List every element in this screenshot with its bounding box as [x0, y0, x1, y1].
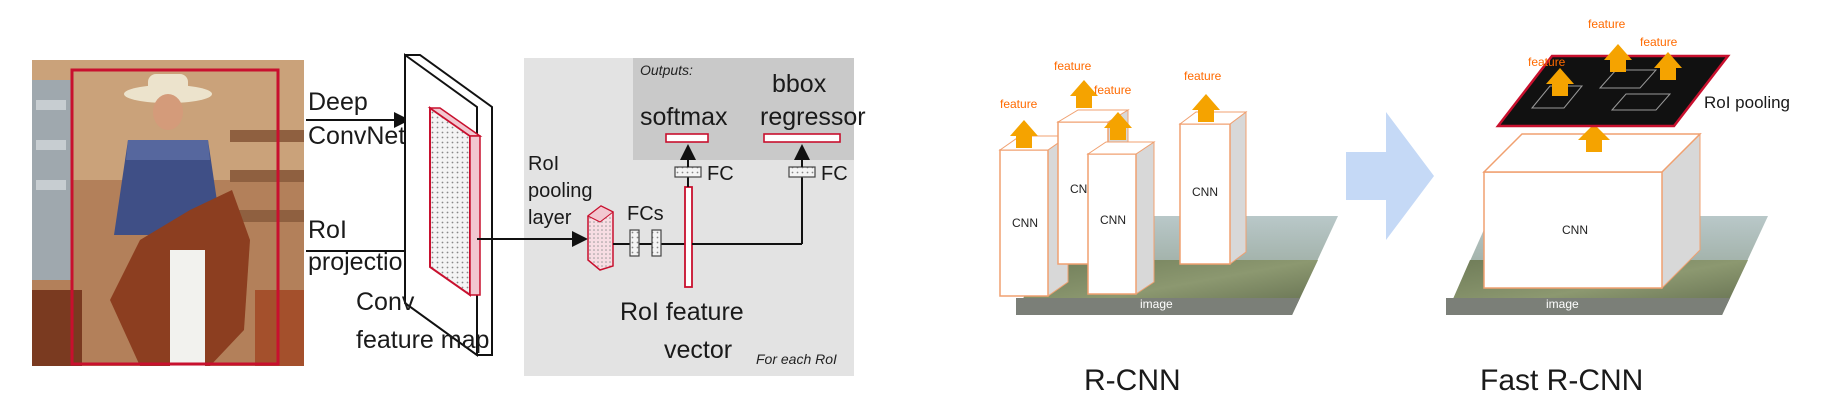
fast-rcnn-caption: Fast R-CNN — [1480, 364, 1643, 397]
svg-text:CNN: CNN — [1192, 185, 1218, 199]
fc-bbox-label: FC — [821, 163, 848, 185]
deep-convnet-label: Deep ConvNet — [308, 88, 405, 150]
svg-text:feature: feature — [1588, 17, 1626, 31]
svg-text:feature: feature — [1000, 97, 1038, 111]
roi-pooled-feature — [587, 205, 614, 271]
rcnn-image-label: image — [1140, 297, 1173, 311]
svg-text:CNN: CNN — [1012, 216, 1038, 230]
input-photo — [32, 60, 304, 366]
svg-text:feature: feature — [1184, 69, 1222, 83]
svg-text:RoI: RoI — [308, 216, 347, 244]
softmax-label: softmax — [640, 103, 728, 131]
roi-pooling-layer-label: RoI pooling layer — [528, 153, 593, 229]
bbox-output — [763, 133, 841, 143]
conv-feature-map — [404, 53, 493, 357]
svg-text:regressor: regressor — [760, 103, 866, 131]
roi-projection-label: RoI projection — [308, 216, 416, 276]
outputs-label: Outputs: — [640, 62, 693, 78]
svg-text:RoI feature: RoI feature — [620, 298, 744, 326]
rcnn-diagram: image CNN CNN CNN CNN feature feature fe… — [998, 59, 1338, 315]
fc-layer-2 — [651, 229, 662, 257]
svg-text:feature: feature — [1528, 55, 1566, 69]
svg-text:feature: feature — [1640, 35, 1678, 49]
softmax-output — [665, 133, 709, 143]
svg-text:feature map: feature map — [356, 326, 489, 354]
svg-text:feature: feature — [1054, 59, 1092, 73]
conv-feature-map-label: Conv feature map — [356, 288, 489, 354]
svg-text:Conv: Conv — [356, 288, 415, 316]
outputs-panel — [633, 58, 854, 160]
svg-text:Deep: Deep — [308, 88, 368, 116]
fcs-label: FCs — [627, 203, 664, 225]
rcnn-caption: R-CNN — [1084, 364, 1181, 397]
svg-text:bbox: bbox — [772, 70, 827, 98]
svg-text:CNN: CNN — [1562, 223, 1588, 237]
fast-rcnn-image-label: image — [1546, 297, 1579, 311]
svg-text:RoI: RoI — [528, 153, 559, 175]
roi-feature-vector — [684, 186, 693, 288]
svg-text:ConvNet: ConvNet — [308, 122, 405, 150]
svg-text:vector: vector — [664, 336, 732, 364]
svg-text:projection: projection — [308, 248, 416, 276]
for-each-roi-label: For each RoI — [756, 351, 837, 367]
svg-text:CNN: CNN — [1100, 213, 1126, 227]
bbox-regressor-label: bbox regressor — [760, 70, 866, 131]
fc-softmax-label: FC — [707, 163, 734, 185]
roi-feature-vector-label: RoI feature vector — [620, 298, 744, 364]
svg-text:layer: layer — [528, 207, 572, 229]
svg-text:feature: feature — [1094, 83, 1132, 97]
roi-bounding-box — [70, 68, 280, 366]
fc-bbox — [788, 166, 816, 178]
svg-text:pooling: pooling — [528, 180, 593, 202]
fc-layer-1 — [629, 229, 640, 257]
transition-arrow — [1346, 112, 1434, 240]
roi-pooling-label: RoI pooling — [1704, 93, 1790, 112]
fast-rcnn-diagram: image CNN feature feature feature RoI po… — [1446, 17, 1790, 315]
fc-softmax — [674, 166, 702, 178]
